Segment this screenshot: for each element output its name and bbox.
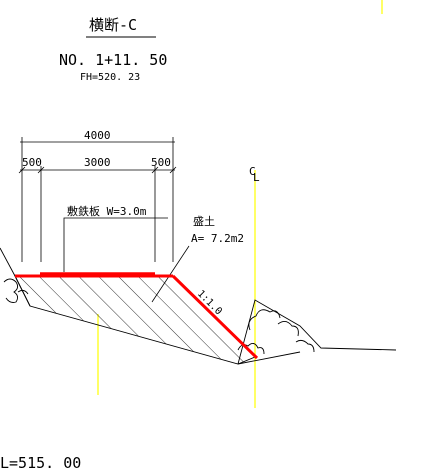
datum-label: L=515. 00 [0,454,81,472]
dim-middle: 3000 [84,156,111,169]
plate-leader [63,217,168,272]
dimension-lines [18,137,177,262]
dim-right: 500 [151,156,171,169]
dim-left: 500 [22,156,42,169]
dim-total: 4000 [84,129,111,142]
station-label: NO. 1+11. 50 [59,51,167,69]
fill-title: 盛土 [193,214,215,228]
centerline-c: C [249,165,256,178]
section-title: 横断-C [89,16,137,34]
centerline-l: L [253,171,260,184]
plate-label: 敷鉄板 W=3.0m [67,204,147,218]
fill-hatch [15,276,255,364]
road-surface [15,272,259,360]
fill-area: A= 7.2m2 [191,232,244,245]
fh-label: FH=520. 23 [80,72,140,83]
